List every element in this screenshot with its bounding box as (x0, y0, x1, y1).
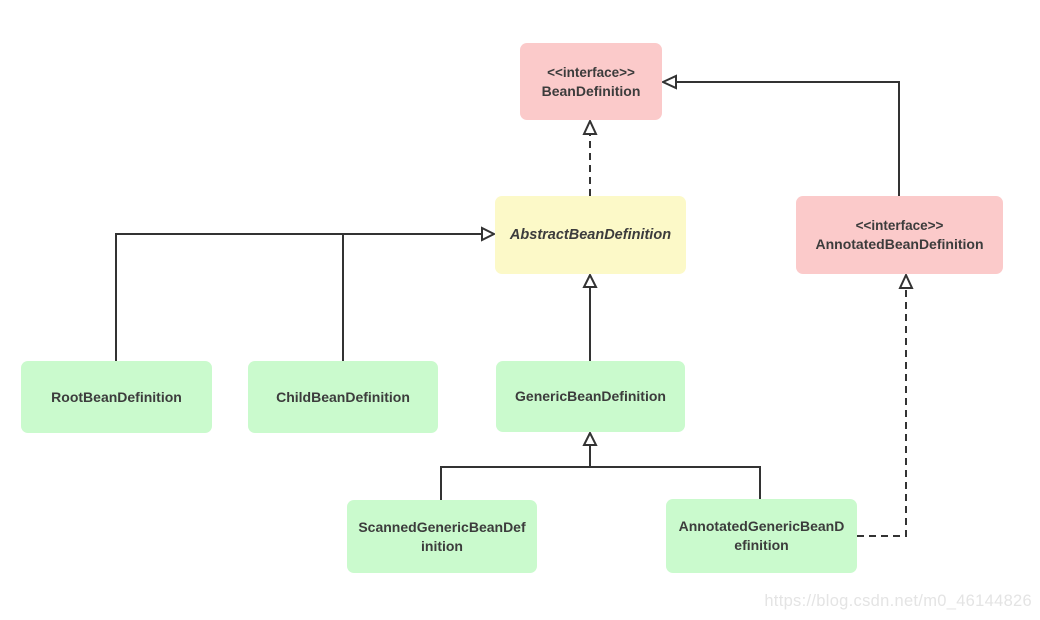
edge-rootbeandefinition-extends-abstractbeandefinition (115, 226, 497, 361)
edge-abstractbeandefinition-implements-beandefinition (582, 118, 598, 196)
stereotype-label: <<interface>> (547, 64, 635, 80)
class-name-label: GenericBeanDefinition (515, 388, 666, 404)
node-abstract-bean-definition: AbstractBeanDefinition (495, 196, 686, 274)
class-name-label: BeanDefinition (541, 82, 641, 99)
edge-scanned-and-annotatedgeneric-extend-genericbeandefinition (440, 430, 761, 500)
node-annotated-generic-bean-definition: AnnotatedGenericBeanDefinition (666, 499, 857, 573)
class-name-label: ScannedGenericBeanDefinition (358, 518, 526, 554)
class-name-label: RootBeanDefinition (51, 388, 182, 405)
node-child-bean-definition: ChildBeanDefinition (248, 361, 438, 433)
node-root-bean-definition: RootBeanDefinition (21, 361, 212, 433)
node-scanned-generic-bean-definition: ScannedGenericBeanDefinition (347, 500, 537, 573)
edge-genericbeandefinition-extends-abstractbeandefinition (582, 272, 598, 361)
class-name-label: ChildBeanDefinition (276, 388, 410, 405)
class-name-label: AbstractBeanDefinition (509, 226, 672, 243)
stereotype-label: <<interface>> (855, 218, 944, 233)
watermark: https://blog.csdn.net/m0_46144826 (764, 592, 1032, 610)
node-generic-bean-definition: GenericBeanDefinition (496, 361, 685, 432)
edge-annotatedbeandefinition-extends-beandefinition (660, 74, 900, 196)
class-name-label: AnnotatedBeanDefinition (815, 236, 984, 252)
node-annotated-bean-definition: <<interface>> AnnotatedBeanDefinition (796, 196, 1003, 274)
class-name-label: AnnotatedGenericBeanDefinition (678, 518, 845, 553)
edge-annotatedgenericbeandefinition-implements-annotatedbeandefinition (857, 272, 914, 537)
node-bean-definition: <<interface>> BeanDefinition (520, 43, 662, 120)
